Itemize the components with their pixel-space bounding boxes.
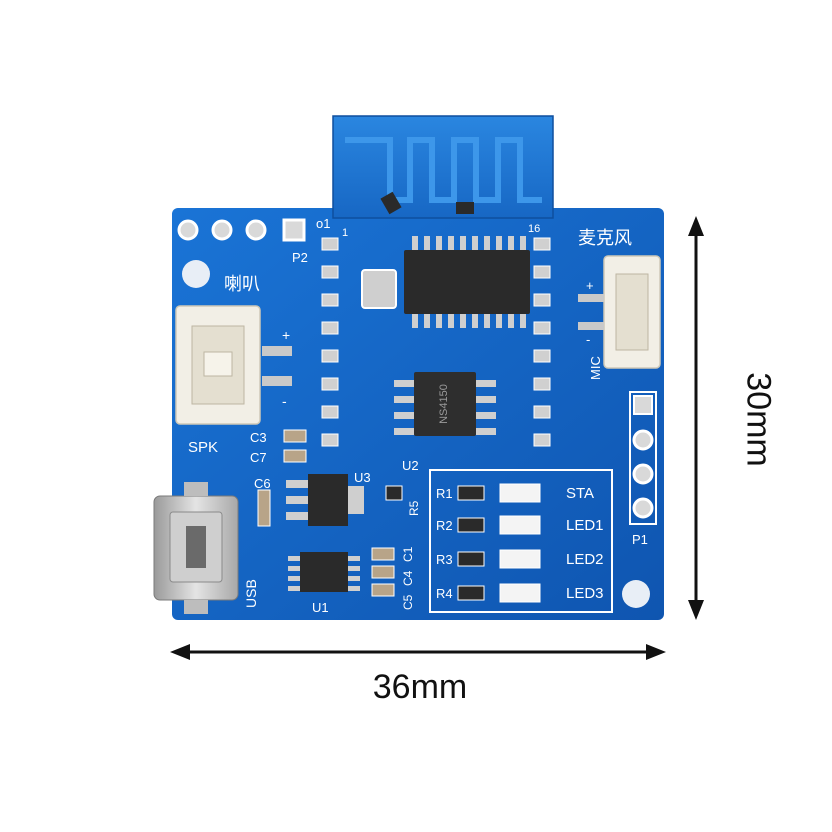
c4-label: C4 [401, 570, 415, 586]
cap-group-mid [371, 547, 395, 597]
height-label: 30mm [739, 372, 778, 467]
spk-plus: + [282, 327, 290, 343]
led-label: STA [566, 485, 594, 502]
p2-label: P2 [292, 250, 308, 265]
usb-port [153, 482, 239, 614]
amp-chip: NS4150 [394, 372, 496, 436]
cap-group-left [257, 429, 307, 527]
led-res-label: R3 [436, 552, 453, 567]
mic-cn-label: 麦克风 [578, 228, 632, 249]
pin-16-label: 16 [528, 223, 540, 235]
u3-label: U3 [354, 470, 371, 485]
p1-header [629, 391, 657, 525]
small-cap [456, 202, 474, 214]
speaker-en-label: SPK [188, 439, 218, 456]
small-diode [380, 191, 402, 215]
led-row: R3 LED2 [436, 549, 604, 569]
speaker-cn-label: 喇叭 [224, 274, 260, 295]
module-pads [321, 237, 551, 447]
led-row: R2 LED1 [436, 515, 604, 535]
r5-resistor [385, 485, 403, 501]
led-res-label: R1 [436, 486, 453, 501]
mic-minus: - [586, 332, 590, 347]
led-res-label: R2 [436, 518, 453, 533]
r5-label: R5 [407, 500, 421, 516]
crystal [361, 269, 397, 309]
audio-chip [404, 236, 530, 328]
led-res-label: R4 [436, 586, 453, 601]
svg-text:NS4150: NS4150 [438, 384, 450, 424]
c1-label: C1 [401, 546, 415, 562]
height-dimension-arrow [688, 216, 704, 620]
spk-minus: - [282, 393, 287, 409]
regulator-u3 [286, 474, 364, 526]
mic-plus: + [586, 278, 594, 293]
mic-en-label: MIC [588, 356, 603, 380]
antenna-module [332, 115, 554, 219]
u1-label: U1 [312, 600, 329, 615]
c3-label: C3 [250, 430, 267, 445]
p2-header [177, 218, 306, 242]
c7-label: C7 [250, 450, 267, 465]
led-block-outline [429, 469, 613, 613]
speaker-connector [175, 305, 292, 425]
c6-label: C6 [254, 476, 271, 491]
led-row: R4 LED3 [436, 583, 604, 603]
chip-u1 [288, 552, 360, 592]
led-label: LED3 [566, 585, 604, 602]
width-dimension-arrow [170, 644, 666, 660]
led-label: LED2 [566, 551, 604, 568]
led-row: R1 STA [436, 483, 594, 503]
o1-label: o1 [316, 216, 330, 231]
width-label: 36mm [372, 668, 468, 706]
p1-label: P1 [632, 532, 648, 547]
led-label: LED1 [566, 517, 604, 534]
pin-1-label: 1 [342, 227, 348, 239]
usb-label: USB [243, 579, 259, 608]
c5-label: C5 [401, 594, 415, 610]
u2-label: U2 [402, 458, 419, 473]
mounting-hole [622, 580, 650, 608]
mic-connector [578, 255, 661, 369]
mounting-hole [182, 260, 210, 288]
